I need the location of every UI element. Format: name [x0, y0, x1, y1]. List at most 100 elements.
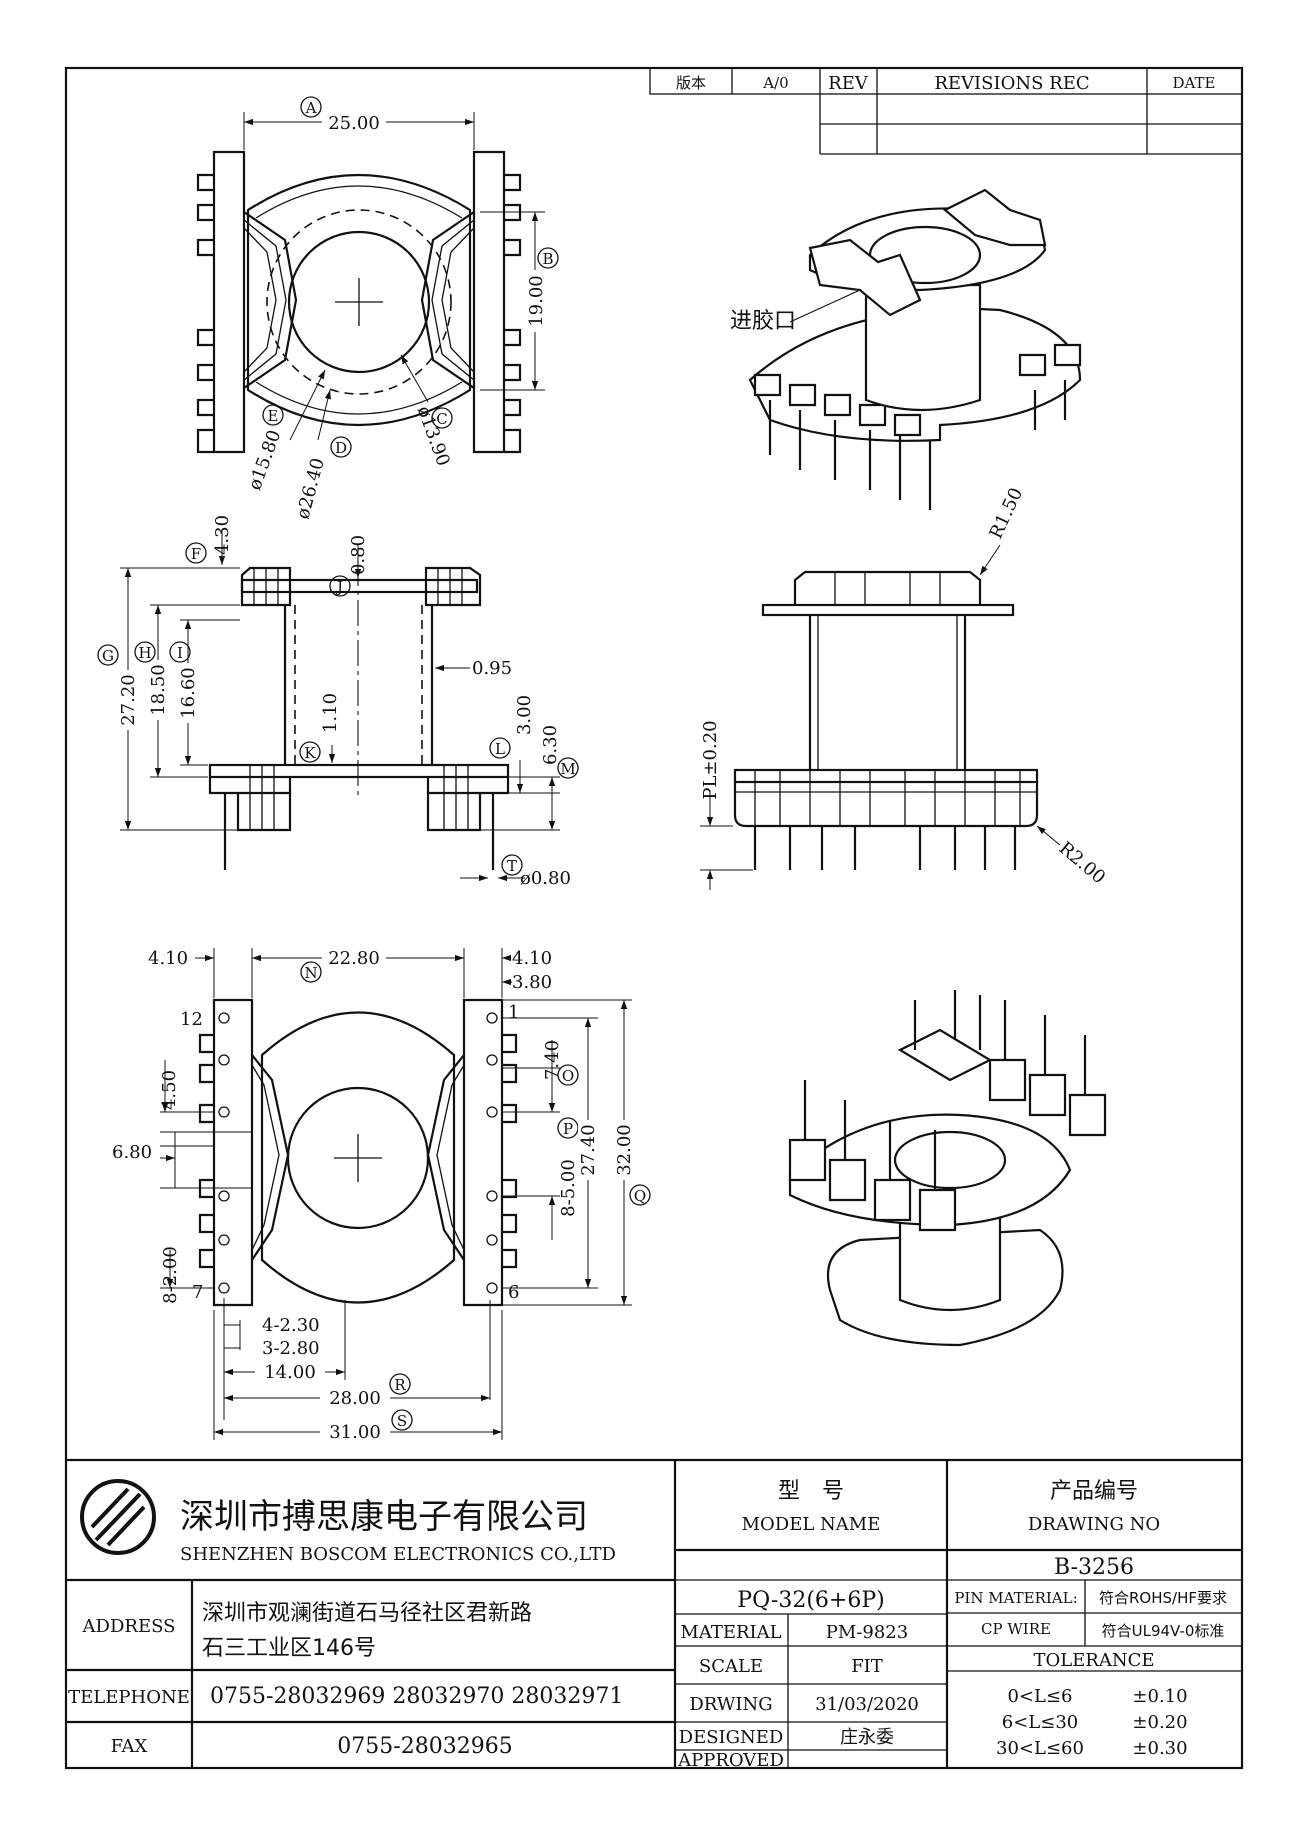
ul-value: 符合UL94V-0标准: [1102, 1622, 1225, 1640]
model-value: PQ-32(6+6P): [737, 1588, 884, 1613]
tag-d: D: [335, 439, 347, 457]
version-value: A/0: [762, 74, 788, 92]
dim-k: 1.10: [320, 693, 341, 733]
isometric-view-top: 进胶口: [730, 188, 1082, 510]
pin-7: 7: [192, 1282, 203, 1303]
tolerance-label: TOLERANCE: [1033, 1650, 1154, 1671]
revisions-label: REVISIONS REC: [934, 73, 1089, 94]
revision-table: 版本 A/0 REV REVISIONS REC DATE: [649, 67, 1243, 155]
drawing-date-label: DRWING: [689, 1694, 772, 1715]
title-block: 深圳市搏思康电子有限公司 SHENZHEN BOSCOM ELECTRONICS…: [66, 1458, 1242, 1771]
dim-410-right: 4.10: [512, 948, 552, 969]
material-label: MATERIAL: [680, 1622, 781, 1643]
dim-r200: R2.00: [1055, 838, 1110, 889]
model-label-en: MODEL NAME: [742, 1514, 881, 1535]
dim-d: ø26.40: [292, 456, 328, 522]
tag-m: M: [560, 760, 575, 778]
tol-row1-range: 0<L≤6: [1007, 1686, 1072, 1707]
date-label: DATE: [1173, 74, 1216, 92]
tol-row2-value: ±0.20: [1132, 1712, 1187, 1733]
dim-095: 0.95: [472, 658, 512, 679]
dim-450: 4.50: [159, 1070, 180, 1110]
tag-i: I: [177, 644, 183, 662]
tag-n: N: [304, 964, 317, 982]
dim-2740: 27.40: [578, 1124, 599, 1176]
tag-p: P: [563, 1120, 573, 1138]
dim-r150: R1.50: [985, 485, 1027, 542]
tag-j: J: [335, 578, 343, 596]
rev-label: REV: [828, 73, 869, 94]
fax-value: 0755-28032965: [337, 1734, 512, 1759]
tag-c: C: [436, 410, 447, 428]
dim-n: 22.80: [328, 948, 380, 969]
address-line1: 深圳市观澜街道石马径社区君新路: [202, 1601, 532, 1626]
side-view: 27.20 G 18.50 H 16.60 I 4.30 F 0.80 J 0.…: [97, 515, 579, 889]
company-logo-icon: [80, 1479, 156, 1555]
tag-s: S: [397, 1412, 407, 1430]
material-value: PM-9823: [826, 1622, 908, 1643]
pin-material-label1: PIN MATERIAL:: [954, 1589, 1077, 1607]
top-view: 25.00 A 19.00 B ø13.90 C ø26.40 D ø15.80…: [196, 96, 559, 522]
dim-b: 19.00: [526, 275, 547, 327]
dim-f: 4.30: [212, 515, 233, 555]
dim-q: 32.00: [614, 1124, 635, 1176]
version-label: 版本: [676, 74, 706, 92]
scale-value: FIT: [851, 1656, 883, 1677]
drawing-label-cn: 产品编号: [1050, 1479, 1138, 1504]
gate-label: 进胶口: [730, 309, 796, 334]
dim-8200: 8-2.00: [160, 1246, 181, 1304]
pin-material-label2: CP WIRE: [981, 1620, 1051, 1638]
tag-t: T: [507, 857, 517, 875]
tag-l: L: [495, 740, 505, 758]
address-label: ADDRESS: [82, 1616, 176, 1637]
telephone-label: TELEPHONE: [68, 1687, 190, 1708]
dim-h: 18.50: [148, 664, 169, 716]
designed-label: DESIGNED: [679, 1727, 784, 1748]
pin-1: 1: [508, 1002, 519, 1023]
drawing-label-en: DRAWING NO: [1028, 1514, 1160, 1535]
dim-t: ø0.80: [520, 868, 571, 889]
dim-680: 6.80: [112, 1142, 152, 1163]
company-name-cn: 深圳市搏思康电子有限公司: [180, 1497, 588, 1537]
dim-3280: 3-2.80: [262, 1338, 320, 1359]
approved-label: APPROVED: [677, 1750, 784, 1771]
dim-m: 6.30: [540, 725, 561, 765]
tag-r: R: [394, 1376, 406, 1394]
telephone-value: 0755-28032969 28032970 28032971: [210, 1684, 623, 1709]
rohs-value: 符合ROHS/HF要求: [1099, 1589, 1227, 1607]
drawing-value: B-3256: [1054, 1555, 1134, 1580]
tag-e: E: [268, 407, 279, 425]
dim-1400: 14.00: [264, 1362, 316, 1383]
model-label-cn: 型 号: [778, 1479, 844, 1504]
pin-6: 6: [508, 1282, 519, 1303]
tag-g: G: [102, 647, 114, 665]
tag-o: O: [562, 1067, 574, 1085]
tol-row2-range: 6<L≤30: [1002, 1712, 1078, 1733]
fax-label: FAX: [111, 1736, 148, 1757]
designed-value: 庄永委: [840, 1727, 894, 1748]
front-view: R1.50 PL±0.20 R2.00: [700, 485, 1109, 890]
company-name-en: SHENZHEN BOSCOM ELECTRONICS CO.,LTD: [180, 1544, 616, 1565]
dim-g: 27.20: [118, 674, 139, 726]
tol-row1-value: ±0.10: [1132, 1686, 1187, 1707]
drawing-date-value: 31/03/2020: [815, 1694, 919, 1715]
dim-pl: PL±0.20: [700, 720, 721, 799]
tag-k: K: [304, 744, 316, 762]
tag-b: B: [542, 250, 553, 268]
dim-i: 16.60: [178, 667, 199, 719]
dim-a: 25.00: [328, 113, 380, 134]
scale-label: SCALE: [699, 1656, 763, 1677]
bottom-view: 12 1 7 6 4.10 22.80 N 4.10 3.80 4.50 6.8…: [112, 948, 651, 1443]
tag-a: A: [305, 99, 317, 117]
tol-row3-value: ±0.30: [1132, 1738, 1187, 1759]
dim-j: 0.80: [348, 535, 369, 575]
dim-s: 31.00: [329, 1422, 381, 1443]
dim-r: 28.00: [329, 1388, 381, 1409]
dim-p: 8-5.00: [558, 1159, 579, 1217]
dim-l: 3.00: [514, 695, 535, 735]
dim-4230: 4-2.30: [262, 1315, 320, 1336]
dim-o: 7.40: [542, 1040, 563, 1080]
dim-e: ø15.80: [244, 427, 285, 493]
pin-12: 12: [180, 1009, 203, 1030]
